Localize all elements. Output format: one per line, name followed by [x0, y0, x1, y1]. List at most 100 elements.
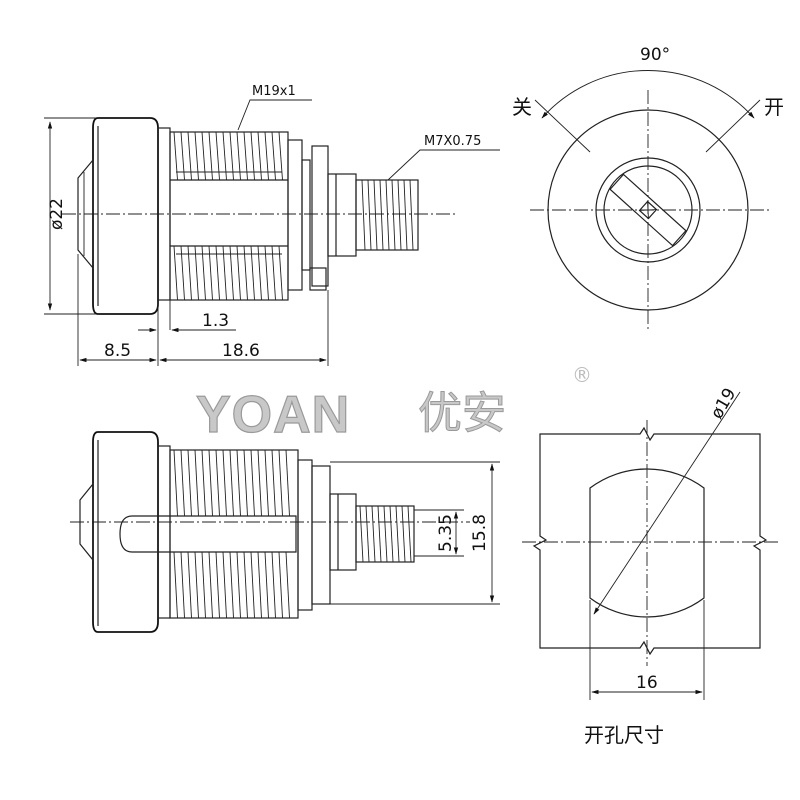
- stud-thread-line: [391, 179, 396, 251]
- thread-line: [215, 245, 220, 301]
- thread-line: [257, 131, 262, 181]
- thread-line: [243, 449, 248, 517]
- side-view: M19x1 M7X0.75 ø22 1.3 8.5 18.6: [44, 84, 500, 366]
- thread-line: [180, 245, 185, 301]
- thread-line: [257, 245, 262, 301]
- thread-line: [236, 131, 241, 181]
- stud-thread-line: [389, 505, 394, 563]
- thread-line: [271, 449, 276, 517]
- thread-line: [215, 131, 220, 181]
- stud-thread-line: [397, 179, 402, 251]
- thread-line: [187, 245, 192, 301]
- thread-line: [222, 551, 227, 619]
- stud-thread-line: [371, 505, 376, 563]
- thread-line: [243, 131, 248, 181]
- thread-line: [208, 449, 213, 517]
- thread-line: [264, 131, 269, 181]
- thread-line: [278, 131, 283, 181]
- thread-line: [215, 551, 220, 619]
- thread-line: [250, 449, 255, 517]
- thread-line: [257, 551, 262, 619]
- stud-thread-line: [379, 179, 384, 251]
- dia-head-label: ø22: [47, 198, 67, 230]
- thread-stud-label: M7X0.75: [424, 134, 481, 149]
- registered-mark: ®: [572, 363, 592, 387]
- stud-thread-line: [383, 505, 388, 563]
- thread-line: [243, 245, 248, 301]
- bottom-view: 5.35 15.8: [70, 431, 500, 633]
- thread-line: [285, 551, 290, 619]
- stud-thread-line: [377, 505, 382, 563]
- thread-line: [201, 245, 206, 301]
- stud-thread-line: [359, 505, 364, 563]
- dim-1-3: 1.3: [202, 311, 229, 331]
- thread-line: [278, 245, 283, 301]
- cutout-view: ø19 16 开孔尺寸: [522, 385, 780, 747]
- brand-text: YOAN: [196, 386, 350, 444]
- thread-line: [187, 131, 192, 181]
- thread-line: [222, 449, 227, 517]
- thread-line: [215, 449, 220, 517]
- stud-thread-line: [373, 179, 378, 251]
- thread-line: [278, 449, 283, 517]
- thread-line: [222, 245, 227, 301]
- thread-line: [271, 245, 276, 301]
- thread-line: [187, 449, 192, 517]
- thread-line: [180, 551, 185, 619]
- thread-line: [194, 131, 199, 181]
- thread-line: [201, 449, 206, 517]
- stud-thread-line: [409, 179, 414, 251]
- thread-line: [278, 551, 283, 619]
- thread-line: [264, 449, 269, 517]
- open-label: 开: [764, 95, 784, 119]
- dim-8-5: 8.5: [104, 341, 131, 361]
- thread-line: [236, 449, 241, 517]
- thread-line: [173, 245, 178, 301]
- thread-line: [250, 551, 255, 619]
- thread-line: [194, 245, 199, 301]
- thread-line: [201, 551, 206, 619]
- thread-line: [250, 131, 255, 181]
- thread-line: [229, 131, 234, 181]
- thread-line: [187, 551, 192, 619]
- closed-label: 关: [512, 95, 532, 119]
- thread-line: [208, 131, 213, 181]
- dim-5-35: 5.35: [436, 514, 456, 552]
- thread-line: [236, 551, 241, 619]
- stud-thread-line: [395, 505, 400, 563]
- thread-line: [264, 245, 269, 301]
- brand-watermark: YOAN 优安 ®: [195, 363, 592, 445]
- thread-line: [257, 449, 262, 517]
- cutout-caption: 开孔尺寸: [584, 723, 664, 747]
- brand-cn-text: 优安: [418, 388, 506, 439]
- thread-line: [194, 551, 199, 619]
- dim-15-8: 15.8: [470, 514, 490, 552]
- thread-line: [201, 131, 206, 181]
- stud-thread-line: [367, 179, 372, 251]
- cutout-width-label: 16: [636, 673, 658, 693]
- thread-line: [173, 449, 178, 517]
- thread-main-label: M19x1: [252, 84, 296, 99]
- stud-thread-line: [407, 505, 412, 563]
- angle-label: 90°: [640, 45, 670, 65]
- thread-line: [264, 551, 269, 619]
- thread-line: [271, 551, 276, 619]
- cutout-dia-label: ø19: [707, 385, 740, 423]
- stud-thread-line: [403, 179, 408, 251]
- thread-line: [271, 131, 276, 181]
- thread-line: [236, 245, 241, 301]
- thread-line: [208, 551, 213, 619]
- thread-line: [250, 245, 255, 301]
- dim-18-6: 18.6: [222, 341, 260, 361]
- thread-line: [229, 551, 234, 619]
- thread-line: [229, 245, 234, 301]
- stud-thread-line: [365, 505, 370, 563]
- thread-line: [229, 449, 234, 517]
- stud-thread-line: [385, 179, 390, 251]
- thread-line: [173, 131, 178, 181]
- stud-thread-line: [361, 179, 366, 251]
- thread-line: [194, 449, 199, 517]
- thread-line: [180, 131, 185, 181]
